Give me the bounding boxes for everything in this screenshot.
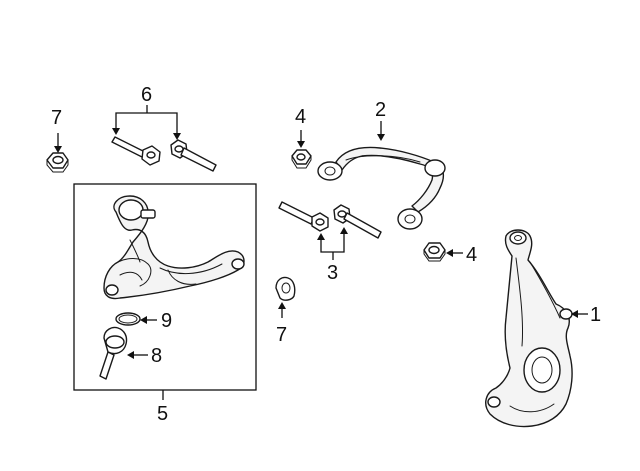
- arrow-4-top: [297, 141, 305, 148]
- lower-arm-group-frame: [73, 183, 257, 391]
- arrow-8: [127, 351, 134, 359]
- callout-7-left: 7: [51, 107, 62, 129]
- part-4-nut-top: [291, 149, 312, 169]
- part-8-ball-joint: [99, 326, 128, 380]
- part-1-steering-knuckle: [485, 229, 573, 428]
- arrow-7-left: [54, 146, 62, 153]
- part-6-bolt-right: [170, 139, 217, 172]
- arrow-3-left: [317, 233, 325, 240]
- part-7-nut-middle: [275, 276, 296, 301]
- callout-4-top: 4: [295, 106, 306, 128]
- callout-3: 3: [327, 262, 338, 284]
- arrow-4-right: [446, 249, 453, 257]
- part-2-upper-control-arm: [317, 146, 446, 230]
- part-4-nut-right: [423, 242, 446, 262]
- arrow-7-middle: [278, 302, 286, 309]
- callout-6: 6: [141, 84, 152, 106]
- callout-8: 8: [151, 345, 162, 367]
- arrow-9: [140, 316, 147, 324]
- leader-3: [320, 232, 345, 260]
- part-5-lower-control-arm: [103, 195, 245, 300]
- callout-7-middle: 7: [276, 324, 287, 346]
- arrow-6-left: [112, 128, 120, 135]
- part-3-bolt-right: [333, 204, 382, 239]
- part-3-bolt-left: [278, 201, 329, 232]
- part-6-bolt-left: [111, 136, 161, 166]
- arrow-6-right: [173, 133, 181, 140]
- callout-9: 9: [161, 310, 172, 332]
- callout-4-right: 4: [466, 244, 477, 266]
- callout-5: 5: [157, 403, 168, 425]
- leader-6: [115, 105, 178, 135]
- arrow-1: [571, 310, 578, 318]
- part-7-nut-left: [46, 152, 69, 173]
- callout-2: 2: [375, 99, 386, 121]
- callout-1: 1: [590, 304, 601, 326]
- part-9-snap-ring: [115, 312, 141, 326]
- arrow-2: [377, 134, 385, 141]
- arrow-3-right: [340, 227, 348, 234]
